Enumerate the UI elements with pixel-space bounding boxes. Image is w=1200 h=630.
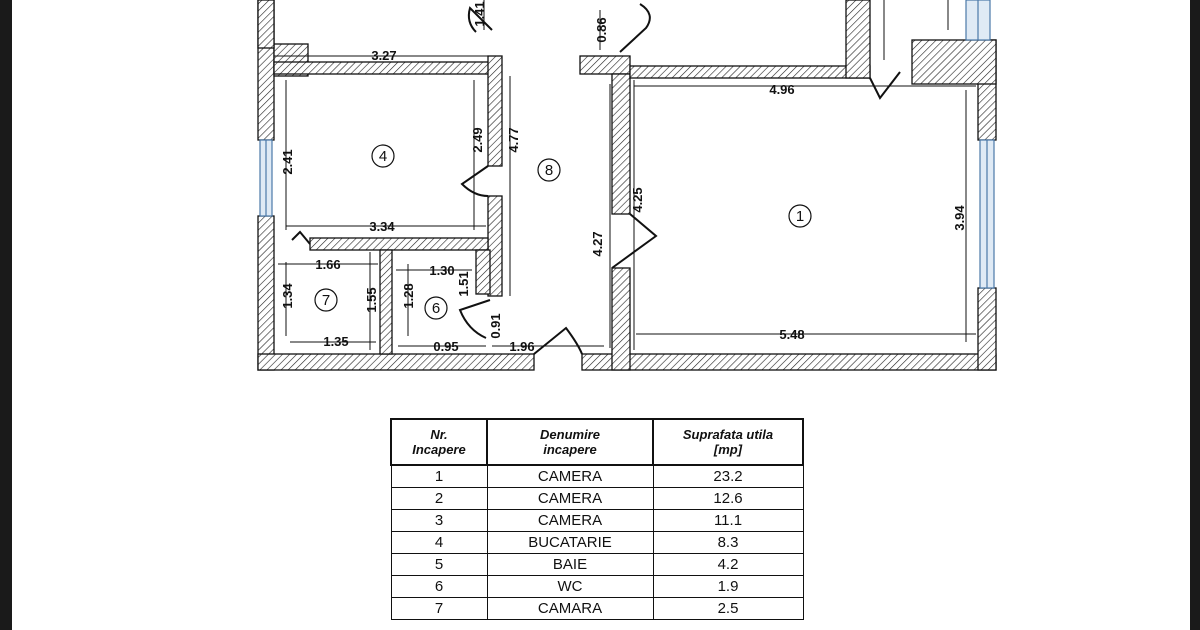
wall-room6-right: [475, 249, 491, 295]
dim-0-86: 0.86: [594, 17, 609, 42]
svg-text:8: 8: [545, 162, 553, 179]
door-wc: [458, 299, 491, 339]
room-marker-7: 7: [314, 288, 338, 312]
dim-2-49: 2.49: [470, 127, 485, 152]
room-area-table: Nr. Incapere Denumire incapere Suprafata…: [390, 418, 804, 620]
cell-room-name: BUCATARIE: [486, 531, 654, 554]
dim-1-51: 1.51: [456, 271, 471, 296]
cell-room-name: BAIE: [486, 553, 654, 576]
table-row: 5 BAIE 4.2: [390, 553, 804, 576]
dim-1-55: 1.55: [364, 287, 379, 312]
dim-0-95: 0.95: [433, 339, 458, 354]
cell-room-area: 4.2: [652, 553, 804, 576]
outer-wall-bottom-right: [581, 353, 997, 371]
dim-4-96: 4.96: [769, 82, 794, 97]
dim-1-66: 1.66: [315, 257, 340, 272]
dim-1-30: 1.30: [429, 263, 454, 278]
table-header-row: Nr. Incapere Denumire incapere Suprafata…: [390, 418, 804, 466]
header-room-number: Nr. Incapere: [390, 418, 488, 466]
dim-1-96: 1.96: [509, 339, 534, 354]
cell-room-number: 1: [390, 464, 488, 488]
room-marker-1: 1: [788, 204, 812, 228]
svg-text:4: 4: [379, 148, 387, 165]
outer-wall-left-lower: [257, 215, 275, 371]
table-row: 1 CAMERA 23.2: [390, 464, 804, 488]
cell-room-number: 3: [390, 509, 488, 532]
top-left-wall: [257, 0, 275, 49]
room1-top-wall: [629, 65, 871, 79]
table-row: 4 BUCATARIE 8.3: [390, 531, 804, 554]
door-room1-top: [869, 71, 901, 100]
dim-1-35: 1.35: [323, 334, 348, 349]
corridor-wall-right-lower: [611, 267, 631, 371]
left-border: [0, 0, 12, 630]
corridor-wall-right-upper: [611, 73, 631, 215]
table-row: 3 CAMERA 11.1: [390, 509, 804, 532]
wall-room3-bottom: [273, 61, 493, 75]
cell-room-name: CAMERA: [486, 509, 654, 532]
cell-room-name: CAMERA: [486, 487, 654, 510]
cell-room-number: 7: [390, 597, 488, 620]
svg-text:7: 7: [322, 292, 330, 309]
cell-room-area: 1.9: [652, 575, 804, 598]
room-markers: 1 4 8 7 6: [314, 144, 812, 320]
cell-room-area: 12.6: [652, 487, 804, 510]
windows: [259, 0, 995, 289]
dim-1-34: 1.34: [280, 283, 295, 309]
door-pantry: [291, 230, 311, 245]
dim-3-34: 3.34: [369, 219, 395, 234]
svg-text:6: 6: [432, 300, 440, 317]
dim-3-27: 3.27: [371, 48, 396, 63]
room-marker-8: 8: [537, 158, 561, 182]
door-kitchen: [460, 165, 489, 197]
corridor-wall-left-upper: [487, 55, 503, 167]
cell-room-area: 8.3: [652, 531, 804, 554]
room-marker-4: 4: [371, 144, 395, 168]
door-room2: [619, 3, 651, 53]
dim-1-41: 1.41: [472, 1, 487, 26]
wall-room2-right: [845, 0, 871, 79]
outer-wall-bottom-left: [257, 353, 535, 371]
table-row: 6 WC 1.9: [390, 575, 804, 598]
door-entrance: [533, 326, 583, 355]
cell-room-area: 11.1: [652, 509, 804, 532]
dim-3-94: 3.94: [952, 205, 967, 231]
dim-4-27: 4.27: [590, 231, 605, 256]
dimension-lines: [274, 0, 976, 350]
cell-room-area: 23.2: [652, 464, 804, 488]
wall-right-block: [911, 39, 997, 85]
cell-room-name: CAMARA: [486, 597, 654, 620]
dim-5-48: 5.48: [779, 327, 804, 342]
cell-room-number: 6: [390, 575, 488, 598]
wall-7-6-partition: [379, 249, 393, 355]
door-room3: [467, 6, 493, 33]
corridor-wall-top-right: [579, 55, 631, 75]
dim-0-91: 0.91: [488, 313, 503, 338]
cell-room-number: 5: [390, 553, 488, 576]
cell-room-number: 2: [390, 487, 488, 510]
table-row: 2 CAMERA 12.6: [390, 487, 804, 510]
kitchen-bottom-wall: [309, 237, 489, 251]
svg-text:1: 1: [796, 208, 804, 225]
dimension-labels: 3.27 4.96 0.86 1.41 2.41 2.49 4.77 4.25 …: [280, 1, 967, 354]
walls: [257, 0, 997, 371]
cell-room-area: 2.5: [652, 597, 804, 620]
dim-4-25: 4.25: [630, 187, 645, 212]
room-marker-6: 6: [424, 296, 448, 320]
cell-room-name: CAMERA: [486, 464, 654, 488]
header-room-name: Denumire incapere: [486, 418, 654, 466]
header-usable-area: Suprafata utila [mp]: [652, 418, 804, 466]
dim-1-28: 1.28: [401, 283, 416, 308]
floor-plan-drawing: 3.27 4.96 0.86 1.41 2.41 2.49 4.77 4.25 …: [257, 0, 997, 371]
right-border: [1190, 0, 1200, 630]
cell-room-number: 4: [390, 531, 488, 554]
outer-wall-right-lower: [977, 287, 997, 371]
dim-2-41: 2.41: [280, 149, 295, 174]
table-row: 7 CAMARA 2.5: [390, 597, 804, 620]
door-room1: [611, 213, 658, 269]
doors: [291, 3, 901, 355]
cell-room-name: WC: [486, 575, 654, 598]
dim-4-77: 4.77: [506, 127, 521, 152]
